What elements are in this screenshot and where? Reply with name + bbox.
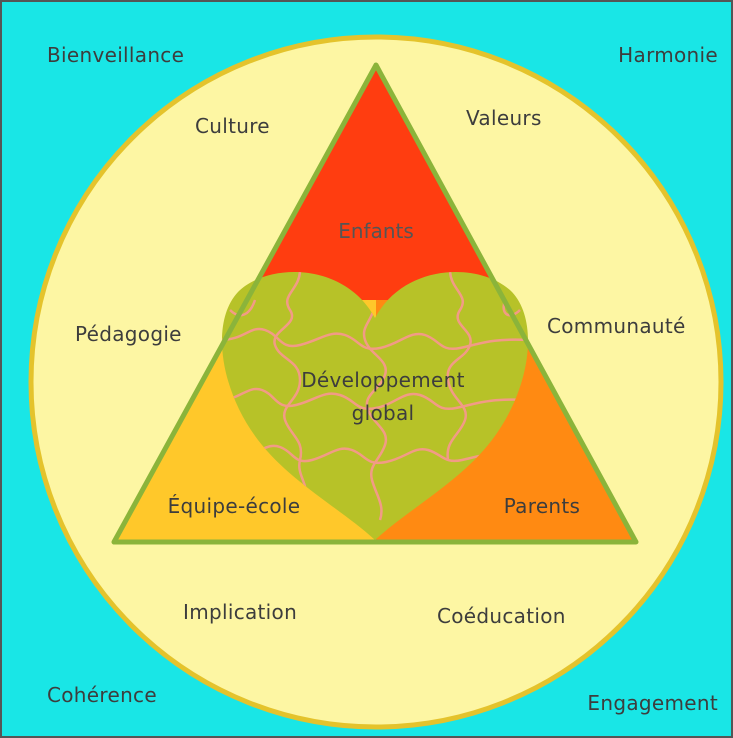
section-label-enfants: Enfants <box>338 219 414 243</box>
corner-label-bienveillance: Bienveillance <box>47 43 184 67</box>
section-label-parents: Parents <box>504 494 581 518</box>
circle-label-coeducation: Coéducation <box>437 604 566 628</box>
circle-label-valeurs: Valeurs <box>466 106 542 130</box>
section-label-equipe-ecole: Équipe-école <box>168 494 301 518</box>
circle-label-pedagogie: Pédagogie <box>75 322 182 346</box>
corner-label-harmonie: Harmonie <box>618 43 718 67</box>
circle-label-implication: Implication <box>183 600 297 624</box>
circle-label-communaute: Communauté <box>547 314 686 338</box>
corner-label-engagement: Engagement <box>587 691 718 715</box>
heart-label-line1: Développement <box>301 368 465 392</box>
circle-label-culture: Culture <box>195 114 270 138</box>
triangle-outline <box>111 62 639 545</box>
heart-label-line2: global <box>352 401 415 425</box>
corner-label-coherence: Cohérence <box>47 683 157 707</box>
heart-puzzle <box>221 272 529 540</box>
heart-shape <box>221 272 529 540</box>
puzzle-lines <box>221 272 529 521</box>
